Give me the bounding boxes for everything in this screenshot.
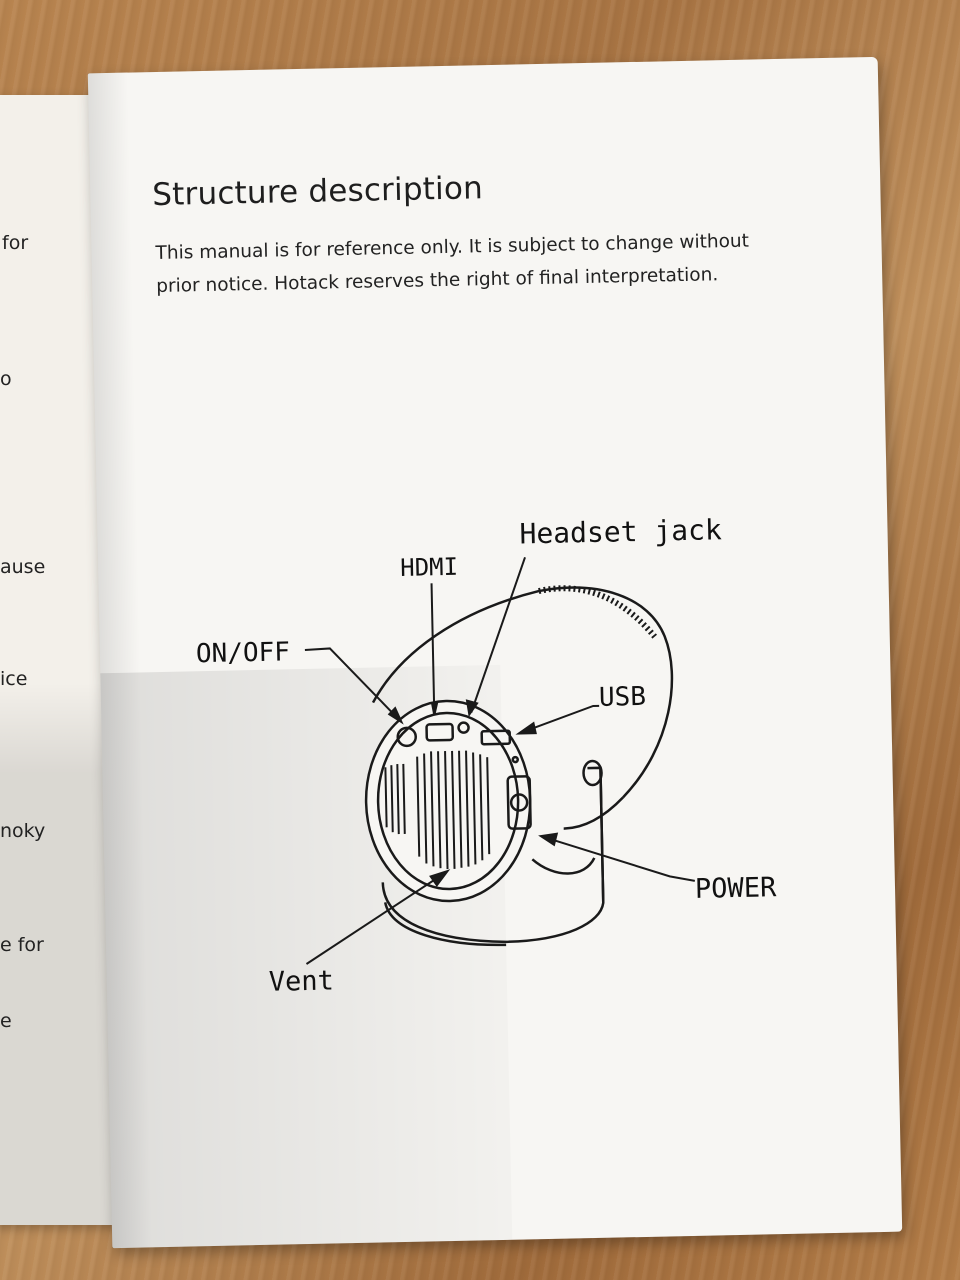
usb-callout [521,704,600,734]
left-page-fragment: o [0,368,12,390]
usb-port-shape [480,729,512,746]
left-page-fragment: noky [0,820,46,842]
hdmi-callout [430,583,436,714]
power-label: POWER [695,872,778,905]
headset-jack-shape [457,721,470,734]
power-socket-shape [506,775,532,830]
usb-label: USB [599,682,647,713]
headset-callout [470,557,526,713]
vent-callout [305,872,446,965]
headset-jack-label: Headset jack [519,513,722,550]
on-off-callout [304,647,401,721]
left-page-fragment: for [2,232,29,254]
hdmi-label: HDMI [400,553,458,582]
projector-illustration [364,585,674,947]
vent-grille [384,750,491,870]
callout-lines [304,557,696,965]
left-page-fragment: ause [0,556,46,578]
on-off-label: ON/OFF [196,637,291,669]
left-page-fragment: e [0,1010,12,1032]
vent-label: Vent [269,965,335,997]
left-page-fragment: ice [0,668,28,690]
on-off-button-shape [396,726,417,748]
left-page-fragment: e for [0,934,44,956]
projector-structure-diagram: Headset jack HDMI ON/OFF USB POWER Vent [196,513,778,998]
manual-page: Structure description This manual is for… [87,56,903,1249]
hdmi-port-shape [425,722,455,742]
power-callout [543,836,696,882]
